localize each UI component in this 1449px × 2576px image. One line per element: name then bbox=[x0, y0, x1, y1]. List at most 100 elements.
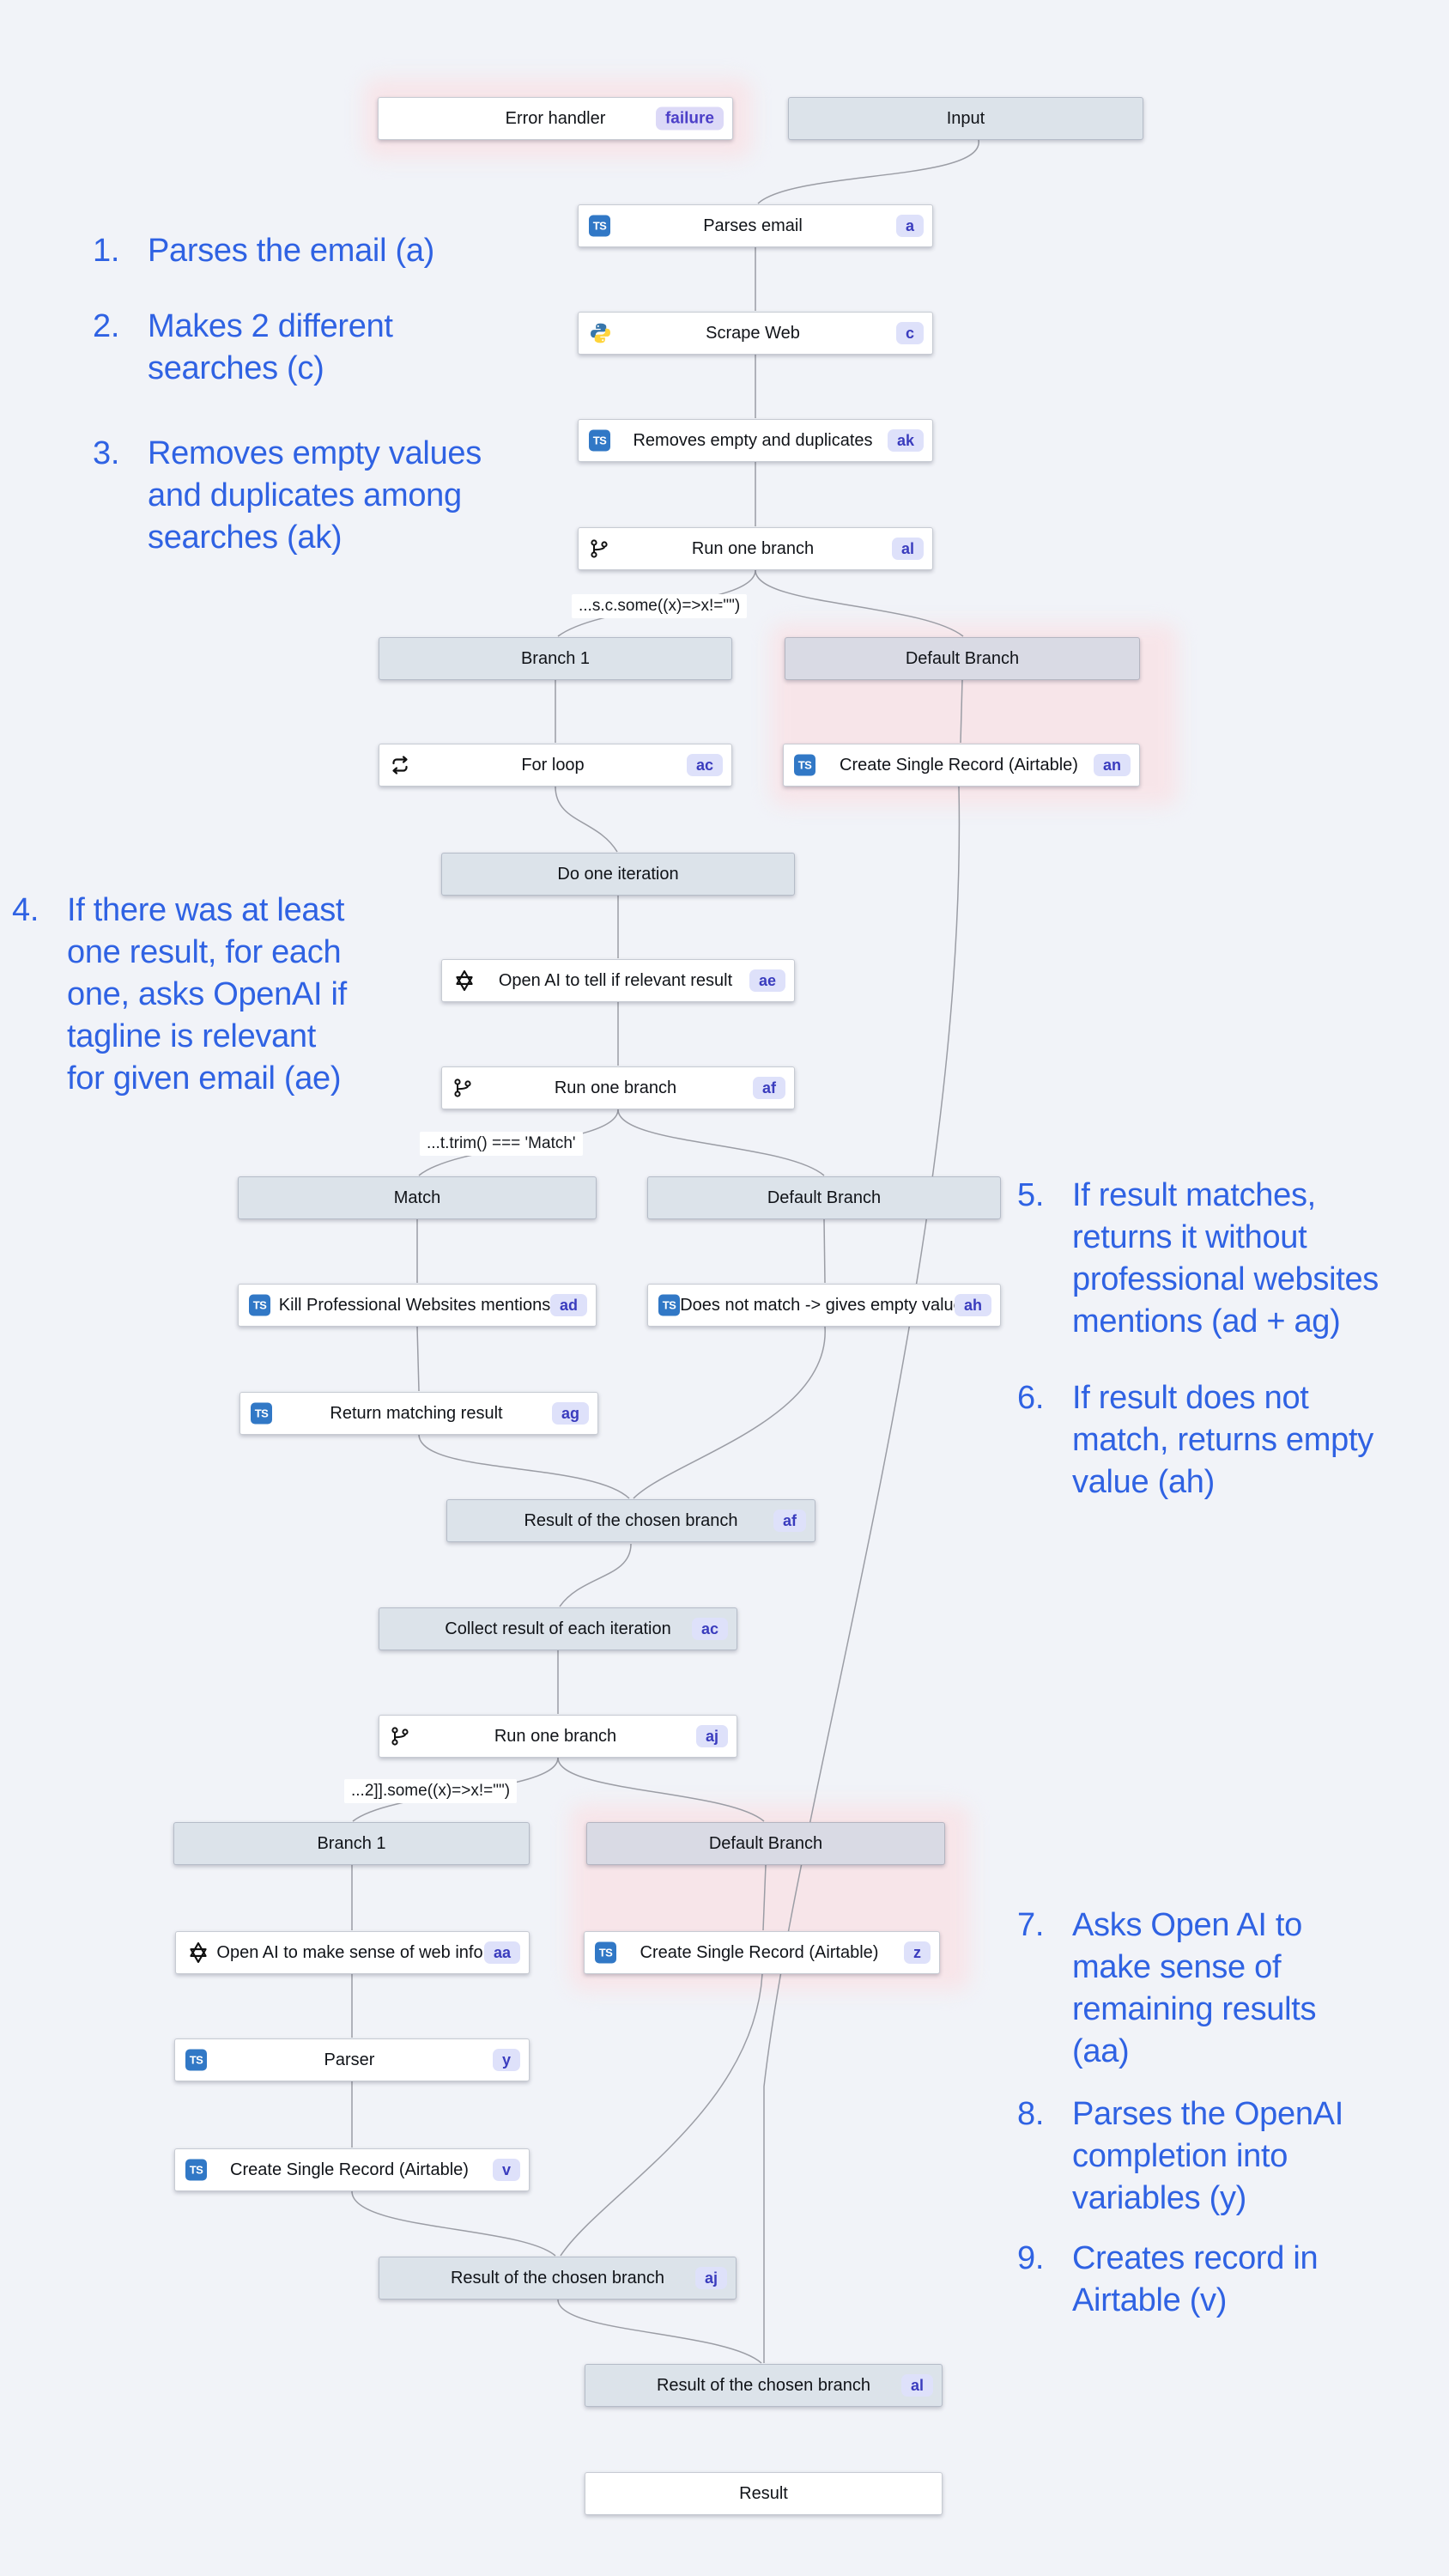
node-badge: af bbox=[752, 1077, 785, 1099]
annotation-4: 4. If there was at least one result, for… bbox=[12, 892, 347, 1097]
node-result[interactable]: Result bbox=[585, 2472, 943, 2515]
node-badge: z bbox=[904, 1941, 931, 1964]
python-icon bbox=[589, 322, 612, 345]
node-badge: v bbox=[492, 2159, 520, 2181]
node-collect-results-ac[interactable]: Collect result of each iteration ac bbox=[379, 1607, 737, 1650]
node-badge: aa bbox=[483, 1941, 520, 1964]
node-label: Default Branch bbox=[708, 1833, 823, 1853]
node-badge: c bbox=[895, 322, 924, 344]
node-openai-websense-aa[interactable]: Open AI to make sense of web info aa bbox=[175, 1931, 530, 1974]
node-run-one-branch-al[interactable]: Run one branch al bbox=[578, 527, 933, 570]
node-create-single-record-z[interactable]: TS Create Single Record (Airtable) z bbox=[584, 1931, 940, 1974]
node-label: Result of the chosen branch bbox=[450, 2268, 665, 2287]
node-create-single-record-v[interactable]: TS Create Single Record (Airtable) v bbox=[174, 2148, 530, 2191]
node-scrape-web[interactable]: Scrape Web c bbox=[578, 312, 933, 355]
edge-default2-nomatch bbox=[823, 1218, 826, 1284]
node-label: Default Branch bbox=[905, 648, 1020, 668]
node-label: Run one branch bbox=[691, 538, 815, 558]
node-label: Run one branch bbox=[494, 1726, 617, 1746]
node-parses-email[interactable]: TS Parses email a bbox=[578, 204, 933, 247]
node-return-matching-ag[interactable]: TS Return matching result ag bbox=[239, 1392, 598, 1435]
edge-runaf-default2 bbox=[617, 1109, 825, 1176]
node-label: Open AI to make sense of web info bbox=[216, 1942, 483, 1962]
match-condition-label: ...t.trim() === 'Match' bbox=[420, 1132, 583, 1156]
some-condition-label: ...2]].some((x)=>x!="") bbox=[344, 1779, 518, 1803]
edge-runaj-default3 bbox=[557, 1757, 765, 1822]
node-result-chosen-branch-aj[interactable]: Result of the chosen branch aj bbox=[379, 2257, 737, 2300]
edge-createv-resultaj bbox=[351, 2190, 556, 2257]
node-kill-mentions-ad[interactable]: TS Kill Professional Websites mentions a… bbox=[238, 1284, 597, 1327]
node-label: Scrape Web bbox=[706, 323, 800, 343]
node-label: Branch 1 bbox=[520, 648, 591, 668]
node-run-one-branch-af[interactable]: Run one branch af bbox=[441, 1066, 795, 1109]
node-label: Result of the chosen branch bbox=[524, 1510, 738, 1530]
typescript-icon: TS bbox=[589, 215, 610, 237]
openai-icon bbox=[452, 969, 476, 993]
node-label: Removes empty and duplicates bbox=[633, 430, 873, 450]
node-default-branch-header-first[interactable]: Default Branch bbox=[785, 637, 1140, 680]
node-badge: ah bbox=[954, 1294, 991, 1316]
node-badge: an bbox=[1093, 754, 1131, 776]
node-badge: ag bbox=[551, 1402, 589, 1425]
annotation-1: 1. Parses the email (a) bbox=[93, 233, 435, 269]
typescript-icon: TS bbox=[249, 1294, 270, 1316]
node-result-chosen-branch-al[interactable]: Result of the chosen branch al bbox=[585, 2364, 943, 2407]
edge-return-resultaf bbox=[418, 1434, 630, 1499]
node-label: Run one branch bbox=[554, 1078, 677, 1097]
node-label: Default Branch bbox=[767, 1188, 882, 1207]
node-parser-y[interactable]: TS Parser y bbox=[174, 2038, 530, 2081]
typescript-icon: TS bbox=[185, 2049, 207, 2071]
edge-resultaf-collect bbox=[559, 1543, 632, 1607]
edge-default-createan bbox=[960, 679, 963, 744]
node-run-one-branch-aj[interactable]: Run one branch aj bbox=[379, 1715, 737, 1758]
node-branch1-header-first[interactable]: Branch 1 bbox=[379, 637, 732, 680]
typescript-icon: TS bbox=[185, 2159, 207, 2181]
node-removes-empty-duplicates[interactable]: TS Removes empty and duplicates ak bbox=[578, 419, 933, 462]
node-badge: y bbox=[492, 2049, 520, 2071]
typescript-icon: TS bbox=[589, 429, 610, 452]
node-branch1-header-second[interactable]: Branch 1 bbox=[173, 1822, 530, 1865]
annotation-3: 3. Removes empty values and duplicates a… bbox=[93, 435, 482, 556]
typescript-icon: TS bbox=[794, 754, 815, 776]
node-badge: ak bbox=[887, 429, 924, 452]
node-no-match-ah[interactable]: TS Does not match -> gives empty value a… bbox=[647, 1284, 1001, 1327]
node-badge: aj bbox=[694, 2267, 727, 2289]
node-label: Create Single Record (Airtable) bbox=[640, 1942, 879, 1962]
node-label: Kill Professional Websites mentions bbox=[278, 1295, 551, 1315]
node-default-branch-header-third[interactable]: Default Branch bbox=[586, 1822, 945, 1865]
node-default-branch-header-second[interactable]: Default Branch bbox=[647, 1176, 1001, 1219]
node-error-handler[interactable]: Error handler failure bbox=[378, 97, 733, 140]
node-label: Create Single Record (Airtable) bbox=[230, 2160, 469, 2179]
node-badge: al bbox=[900, 2374, 933, 2397]
annotation-9: 9. Creates record in Airtable (v) bbox=[1017, 2240, 1319, 2318]
node-badge: ae bbox=[749, 969, 785, 992]
node-for-loop[interactable]: For loop ac bbox=[379, 744, 732, 787]
node-label: Input bbox=[946, 108, 985, 128]
edge-nomatch-resultaf bbox=[633, 1326, 826, 1499]
node-match-header[interactable]: Match bbox=[238, 1176, 597, 1219]
node-label: Collect result of each iteration bbox=[445, 1619, 671, 1638]
node-do-one-iteration-header[interactable]: Do one iteration bbox=[441, 853, 795, 896]
node-label: Branch 1 bbox=[317, 1833, 386, 1853]
node-label: Create Single Record (Airtable) bbox=[840, 755, 1078, 775]
node-input[interactable]: Input bbox=[788, 97, 1143, 140]
failure-badge: failure bbox=[655, 106, 724, 131]
node-label: Parser bbox=[324, 2050, 375, 2069]
branch-icon bbox=[390, 1726, 410, 1747]
openai-icon bbox=[186, 1941, 210, 1965]
edge-createan-resultal bbox=[763, 786, 961, 2363]
node-badge: af bbox=[773, 1510, 806, 1532]
typescript-icon: TS bbox=[251, 1402, 272, 1425]
edge-input-parses bbox=[757, 139, 979, 204]
annotation-6: 6. If result does not match, returns emp… bbox=[1017, 1380, 1373, 1500]
node-openai-relevant-ae[interactable]: Open AI to tell if relevant result ae bbox=[441, 959, 795, 1002]
node-label: Error handler bbox=[505, 108, 606, 128]
node-create-single-record-an[interactable]: TS Create Single Record (Airtable) an bbox=[783, 744, 1140, 787]
node-label: Result of the chosen branch bbox=[656, 2375, 871, 2395]
node-result-chosen-branch-af[interactable]: Result of the chosen branch af bbox=[446, 1499, 815, 1542]
loop-icon bbox=[390, 755, 410, 775]
edge-default3-createz bbox=[762, 1864, 767, 1931]
typescript-icon: TS bbox=[595, 1941, 616, 1964]
branch-condition-label: ...s.c.some((x)=>x!="") bbox=[572, 594, 748, 618]
